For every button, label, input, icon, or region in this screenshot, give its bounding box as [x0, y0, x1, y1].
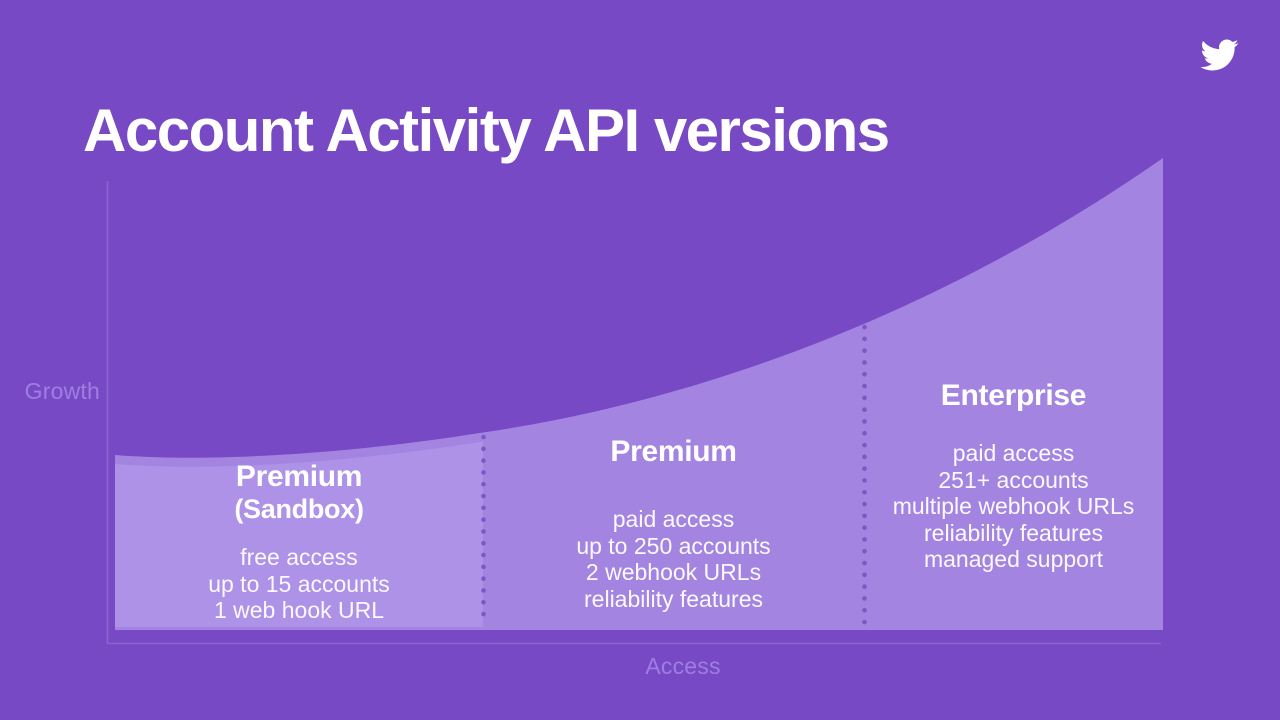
- tier-enterprise-features: paid access 251+ accounts multiple webho…: [864, 440, 1163, 573]
- y-axis-label: Growth: [24, 378, 100, 404]
- tier-feature: reliability features: [924, 519, 1103, 546]
- tier-sandbox-subname: (Sandbox): [234, 494, 364, 524]
- tier-feature: up to 15 accounts: [208, 570, 390, 597]
- tier-feature: 251+ accounts: [938, 466, 1089, 493]
- tier-feature: free access: [240, 544, 358, 570]
- page-title: Account Activity API versions: [83, 97, 890, 165]
- tier-feature: 2 webhook URLs: [585, 559, 762, 585]
- tier-sandbox-features: free access up to 15 accounts 1 web hook…: [115, 544, 483, 624]
- tier-feature: multiple webhook URLs: [892, 493, 1135, 519]
- tier-premium-features: paid access up to 250 accounts 2 webhook…: [483, 506, 864, 612]
- tier-enterprise-heading: Enterprise: [864, 378, 1163, 413]
- tier-feature: 1 web hook URL: [213, 597, 385, 623]
- tier-feature: managed support: [923, 546, 1103, 572]
- sandbox-tier-area: [115, 441, 483, 627]
- tier-sandbox-heading: Premium (Sandbox): [115, 459, 483, 525]
- tier-feature: reliability features: [584, 585, 763, 612]
- tier-premium-name: Premium: [610, 435, 737, 468]
- tier-feature: paid access: [612, 506, 735, 532]
- tier-premium-heading: Premium: [483, 434, 864, 469]
- tier-sandbox-name: Premium: [235, 460, 363, 493]
- tier-feature: paid access: [952, 440, 1075, 466]
- x-axis-label: Access: [645, 653, 721, 679]
- tier-feature: up to 250 accounts: [576, 532, 771, 559]
- tier-enterprise-name: Enterprise: [940, 379, 1087, 412]
- twitter-bird-icon: [1200, 39, 1239, 71]
